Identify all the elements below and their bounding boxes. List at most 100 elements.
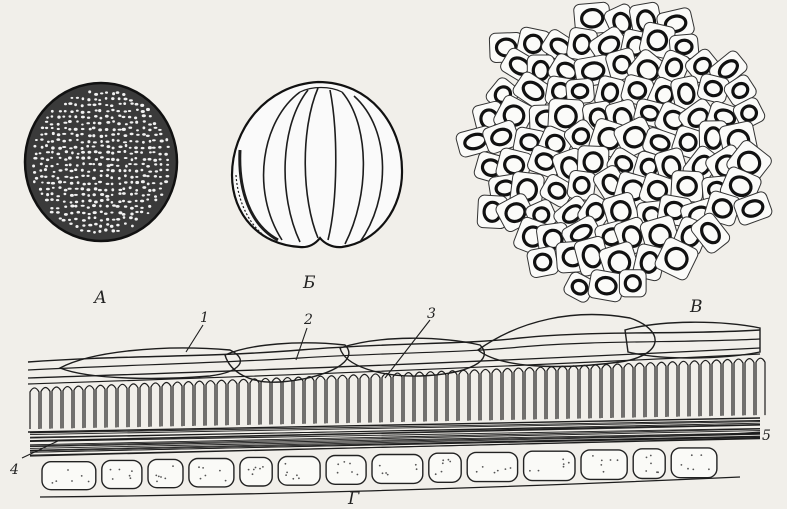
seed-pore-dot (68, 156, 72, 159)
seed-pore-dot (33, 180, 36, 183)
seed-pore-dot (70, 110, 73, 113)
seed-pore-dot (141, 147, 145, 149)
seed-pore-dot (106, 151, 110, 154)
callout-2: 2 (303, 312, 313, 328)
seed-pore-dot (119, 183, 122, 185)
seed-pore-dot (152, 189, 155, 192)
seed-pore-dot (118, 211, 122, 214)
seed-pore-dot (57, 123, 60, 126)
inner-cell-speck (296, 474, 298, 476)
seed-pore-dot (87, 171, 90, 173)
seed-pore-dot (50, 157, 53, 159)
seed-pore-dot (116, 230, 120, 232)
seed-pore-dot (110, 176, 113, 179)
seed-pore-dot (128, 169, 131, 172)
seed-pore-dot (140, 200, 144, 203)
seed-pore-dot (65, 168, 68, 170)
seed-pore-dot (135, 170, 138, 173)
seed-pore-dot (100, 199, 104, 202)
seed-pore-dot (111, 158, 115, 161)
palisade-cell (646, 363, 655, 418)
seed-pore-dot (69, 115, 72, 117)
inner-cell-speck (156, 481, 158, 483)
seed-pore-dot (146, 135, 150, 137)
palisade-cell (338, 375, 347, 423)
seed-pore-dot (118, 177, 121, 180)
seed-pore-dot (129, 216, 133, 219)
seed-pore-dot (87, 98, 90, 101)
seed-pore-dot (100, 174, 103, 177)
palisade-cell (470, 370, 479, 421)
seed-pore-dot (81, 104, 84, 107)
seed-pore-dot (92, 146, 96, 148)
seed-pore-dot (125, 144, 128, 147)
inner-cell-speck (225, 480, 227, 482)
mesh-cell-wall (619, 270, 646, 297)
palisade-cell (52, 387, 61, 429)
inner-cell-speck (286, 472, 288, 474)
palisade-cell (96, 385, 105, 427)
seed-pore-dot (35, 177, 38, 180)
inner-cell (372, 455, 423, 484)
seed-pore-dot (62, 146, 66, 148)
seed-pore-dot (82, 162, 85, 165)
seed-pore-dot (110, 212, 113, 214)
callout-4: 4 (9, 462, 19, 478)
seed-pore-dot (62, 133, 66, 135)
seed-pore-dot (57, 177, 60, 180)
seed-pore-dot (46, 117, 49, 119)
seed-pore-dot (129, 140, 132, 142)
palisade-cell (173, 382, 182, 426)
palisade-cell (536, 367, 545, 419)
seed-pore-dot (68, 128, 71, 131)
seed-pore-dot (110, 164, 114, 166)
seed-pore-dot (100, 211, 103, 214)
inner-cell-speck (298, 477, 300, 479)
seed-pore-dot (64, 213, 68, 216)
seed-pore-dot (100, 145, 104, 147)
seed-pore-dot (122, 213, 126, 216)
seed-pore-dot (33, 157, 37, 160)
seed-pore-dot (51, 175, 54, 177)
seed-pore-dot (56, 153, 60, 156)
inner-cell-speck (52, 482, 54, 484)
seed-pore-dot (135, 200, 138, 202)
seed-pore-dot (58, 186, 61, 189)
panel-a-seed-dotted: А (25, 83, 177, 308)
inner-cell-speck (610, 459, 612, 461)
seed-pore-dot (116, 159, 119, 162)
seed-pore-dot (87, 156, 90, 159)
seed-pore-dot (89, 163, 93, 165)
seed-pore-dot (152, 182, 156, 184)
seed-pore-dot (94, 183, 97, 185)
seed-pore-dot (87, 183, 91, 186)
seed-pore-dot (158, 146, 161, 149)
seed-pore-dot (167, 146, 170, 148)
seed-pore-dot (112, 147, 115, 150)
palisade-cell (745, 359, 754, 416)
seed-pore-dot (105, 195, 109, 198)
inner-cell-speck (110, 469, 112, 471)
palisade-cell (305, 377, 314, 424)
seed-pore-dot (45, 127, 48, 129)
seed-pore-dot (166, 175, 170, 177)
seed-pore-dot (116, 218, 120, 221)
panel-v-cell-mesh: В (455, 1, 774, 317)
seed-pore-dot (140, 151, 143, 154)
seed-pore-dot (153, 122, 156, 125)
seed-pore-dot (40, 138, 43, 140)
seed-pore-dot (106, 198, 109, 201)
seed-pore-dot (164, 180, 168, 183)
seed-pore-dot (124, 174, 127, 177)
inner-cell-speck (448, 459, 450, 461)
seed-pore-dot (56, 138, 60, 141)
seed-pore-dot (135, 218, 138, 221)
seed-pore-dot (99, 225, 102, 228)
seed-pore-dot (112, 92, 115, 95)
seed-pore-dot (129, 147, 132, 149)
seed-pore-dot (35, 139, 38, 141)
seed-pore-dot (129, 186, 132, 189)
inner-cell-speck (382, 472, 384, 474)
seed-pore-dot (40, 157, 44, 160)
